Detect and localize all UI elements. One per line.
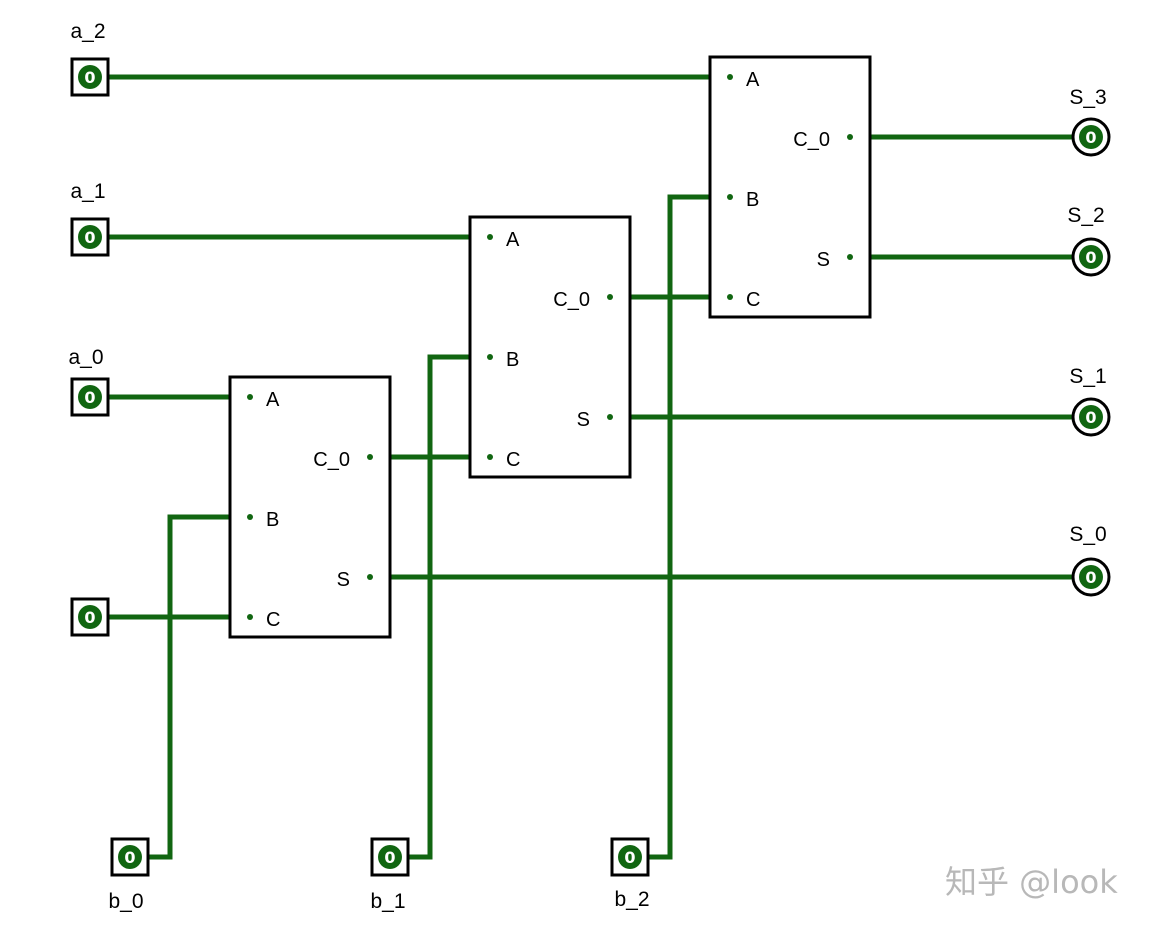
input-label: b_2 bbox=[614, 888, 649, 911]
watermark: 知乎 @look bbox=[945, 863, 1118, 901]
adder-box bbox=[468, 215, 632, 479]
input-pin-b0[interactable]: 0 b_0 bbox=[108, 837, 150, 913]
pin-dot bbox=[367, 574, 373, 580]
input-label: a_2 bbox=[70, 20, 105, 43]
input-value-dot bbox=[78, 65, 102, 89]
adder-box bbox=[708, 55, 872, 319]
pin-dot bbox=[727, 294, 733, 300]
pin-dot bbox=[847, 254, 853, 260]
pin-label-s: S bbox=[817, 249, 830, 271]
pin-label-a: A bbox=[506, 229, 520, 251]
input-value-dot bbox=[78, 225, 102, 249]
input-label: a_1 bbox=[70, 180, 105, 203]
pin-label-b: B bbox=[746, 189, 759, 211]
input-label: a_0 bbox=[68, 346, 103, 369]
input-value: 0 bbox=[84, 608, 95, 627]
pin-dot bbox=[727, 194, 733, 200]
pin-dot bbox=[367, 454, 373, 460]
pin-label-c0: C_0 bbox=[793, 129, 830, 151]
pin-label-a: A bbox=[746, 69, 760, 91]
output-value: 0 bbox=[1085, 568, 1096, 587]
pin-label-c: C bbox=[506, 449, 520, 471]
input-label: b_0 bbox=[108, 890, 143, 913]
wires bbox=[107, 74, 1075, 860]
input-pin-b2[interactable]: 0 b_2 bbox=[610, 837, 650, 911]
input-pin-a2[interactable]: a_2 0 bbox=[70, 20, 110, 97]
input-value: 0 bbox=[84, 388, 95, 407]
pin-label-s: S bbox=[337, 569, 350, 591]
output-pin-s2[interactable]: S_2 0 bbox=[1067, 204, 1111, 277]
input-value: 0 bbox=[624, 848, 635, 867]
output-pin-s1[interactable]: S_1 0 bbox=[1069, 365, 1111, 437]
adder-box bbox=[228, 375, 392, 639]
pin-label-b: B bbox=[506, 349, 519, 371]
output-label: S_2 bbox=[1067, 204, 1104, 227]
pin-dot bbox=[487, 234, 493, 240]
full-adder-1[interactable]: A B C C_0 S bbox=[228, 375, 392, 639]
pin-label-a: A bbox=[266, 389, 280, 411]
pin-label-b: B bbox=[266, 509, 279, 531]
pin-dot bbox=[487, 354, 493, 360]
input-pin-a0[interactable]: a_0 0 bbox=[68, 346, 110, 417]
input-value: 0 bbox=[384, 848, 395, 867]
pin-label-c: C bbox=[746, 289, 760, 311]
wire-b1 bbox=[407, 354, 493, 860]
pin-dot bbox=[607, 414, 613, 420]
input-pin-a1[interactable]: a_1 0 bbox=[70, 180, 110, 257]
pin-dot bbox=[847, 134, 853, 140]
output-value-dot bbox=[1079, 405, 1103, 429]
input-value: 0 bbox=[124, 848, 135, 867]
wire-b2 bbox=[647, 194, 733, 860]
input-value-dot bbox=[78, 605, 102, 629]
wire-b0 bbox=[147, 514, 253, 860]
output-value: 0 bbox=[1085, 248, 1096, 267]
output-pin-s3[interactable]: S_3 0 bbox=[1069, 86, 1111, 157]
pin-label-c: C bbox=[266, 609, 280, 631]
output-value: 0 bbox=[1085, 128, 1096, 147]
input-value-dot bbox=[378, 845, 402, 869]
pin-dot bbox=[727, 74, 733, 80]
output-label: S_3 bbox=[1069, 86, 1106, 109]
input-pin-carry-in[interactable]: 0 bbox=[70, 597, 110, 637]
output-value-dot bbox=[1079, 125, 1103, 149]
pin-dot bbox=[247, 514, 253, 520]
input-value-dot bbox=[618, 845, 642, 869]
input-value: 0 bbox=[84, 68, 95, 87]
pin-dot bbox=[247, 394, 253, 400]
pin-label-c0: C_0 bbox=[313, 449, 350, 471]
full-adder-2[interactable]: A B C C_0 S bbox=[468, 215, 632, 479]
output-label: S_1 bbox=[1069, 365, 1106, 388]
pin-dot bbox=[247, 614, 253, 620]
pin-label-s: S bbox=[577, 409, 590, 431]
full-adder-3[interactable]: A B C C_0 S bbox=[708, 55, 872, 319]
input-label: b_1 bbox=[370, 890, 405, 913]
pin-label-c0: C_0 bbox=[553, 289, 590, 311]
pin-dot bbox=[607, 294, 613, 300]
output-label: S_0 bbox=[1069, 523, 1106, 546]
output-value-dot bbox=[1079, 565, 1103, 589]
input-value: 0 bbox=[84, 228, 95, 247]
input-value-dot bbox=[78, 385, 102, 409]
input-pin-b1[interactable]: 0 b_1 bbox=[370, 837, 410, 913]
output-value-dot bbox=[1079, 245, 1103, 269]
input-value-dot bbox=[118, 845, 142, 869]
pin-dot bbox=[487, 454, 493, 460]
output-pin-s0[interactable]: S_0 0 bbox=[1069, 523, 1111, 597]
output-value: 0 bbox=[1085, 408, 1096, 427]
